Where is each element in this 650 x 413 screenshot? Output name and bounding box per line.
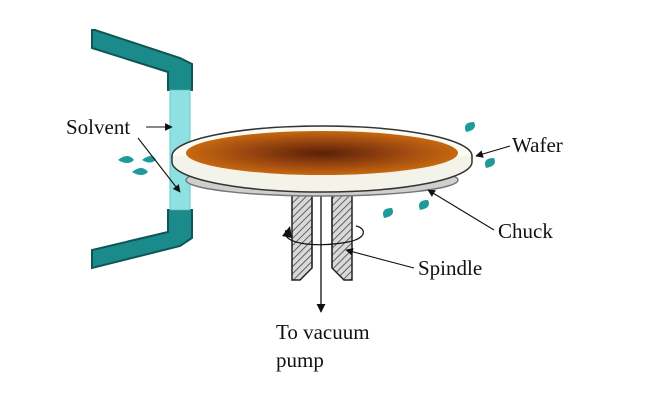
label-solvent: Solvent — [66, 115, 130, 139]
wafer-coating — [186, 131, 458, 175]
label-vacuum-line1: To vacuum — [276, 320, 370, 344]
rotation-arrow-head — [282, 226, 292, 238]
solvent-pipe-upper — [91, 29, 193, 91]
rotation-arrow — [284, 225, 364, 246]
solvent-pipe-lower — [91, 209, 193, 270]
droplets-left — [118, 156, 156, 175]
chuck-pointer — [427, 189, 495, 231]
wafer-pointer — [475, 145, 511, 158]
solvent-pointer-2 — [137, 137, 181, 193]
spindle — [291, 191, 353, 281]
droplets-right — [383, 122, 495, 218]
label-chuck: Chuck — [498, 219, 553, 243]
label-wafer: Wafer — [512, 133, 563, 157]
label-vacuum-line2: pump — [276, 348, 324, 372]
label-spindle: Spindle — [418, 256, 482, 280]
spindle-pointer — [345, 248, 415, 269]
